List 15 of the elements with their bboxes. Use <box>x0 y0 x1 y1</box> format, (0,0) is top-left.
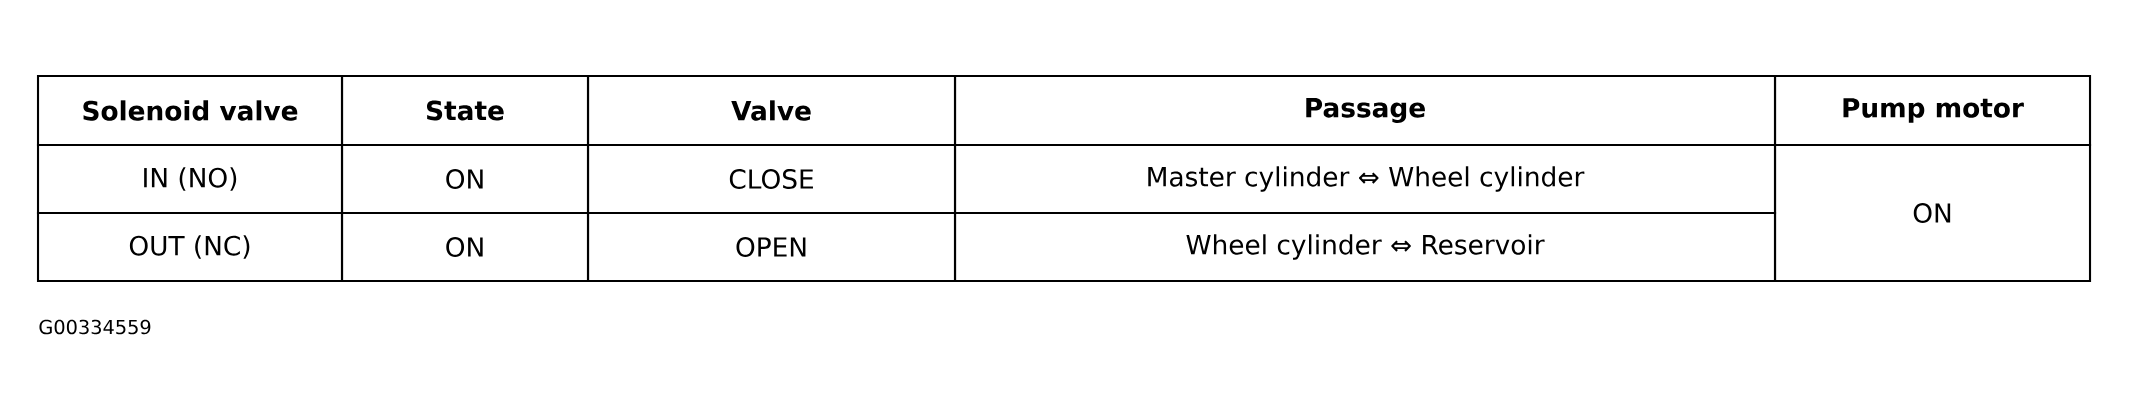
header-cell: Passage <box>953 74 1777 147</box>
header-cell: Pump motor <box>1773 74 2092 147</box>
table-cell: ON <box>340 143 590 215</box>
header-cell: State <box>340 74 590 147</box>
table-cell: CLOSE <box>586 143 957 215</box>
figure-code: G00334559 <box>39 319 151 335</box>
table-cell: Wheel cylinder ⇔ Reservoir <box>953 211 1777 283</box>
table-cell: Master cylinder ⇔ Wheel cylinder <box>953 143 1777 215</box>
header-cell: Solenoid valve <box>36 74 344 147</box>
table-cell: ON <box>340 211 590 283</box>
table-cell: ON <box>1773 143 2092 283</box>
table-cell: IN (NO) <box>36 143 344 215</box>
header-cell: Valve <box>586 74 957 147</box>
table-cell: OUT (NC) <box>36 211 344 283</box>
table-cell: OPEN <box>586 211 957 283</box>
